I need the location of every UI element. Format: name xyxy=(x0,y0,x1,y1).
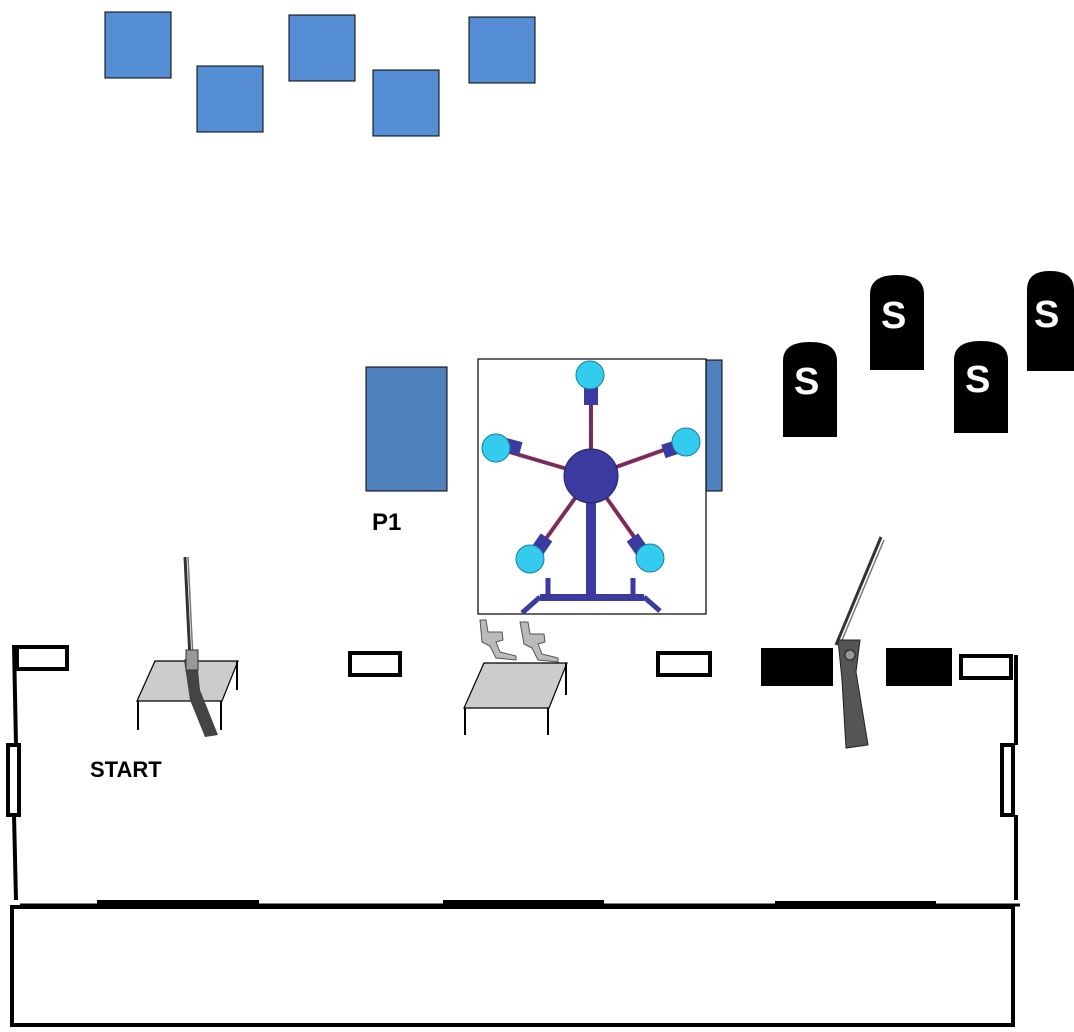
paper-target xyxy=(196,65,264,133)
table-center xyxy=(463,662,568,735)
shotgun-icon xyxy=(834,536,885,749)
barricade-box xyxy=(656,651,712,677)
steel-target: S xyxy=(870,275,924,370)
svg-text:S: S xyxy=(794,361,819,403)
paper-target xyxy=(104,11,172,79)
svg-text:S: S xyxy=(1034,294,1059,336)
rifle-icon xyxy=(183,556,218,737)
spinner-plate xyxy=(515,544,545,574)
black-box xyxy=(761,648,833,686)
barricade-box xyxy=(959,654,1013,680)
fault-lines xyxy=(15,645,1013,680)
steel-target: S xyxy=(1027,271,1074,371)
p1-label: P1 xyxy=(372,509,401,536)
spinner-plate xyxy=(481,433,511,463)
pistol-icon xyxy=(479,619,559,663)
spinner-plate xyxy=(635,543,665,573)
barricade-box xyxy=(15,645,69,671)
side-walls xyxy=(6,644,1018,901)
steel-target: S xyxy=(954,341,1008,433)
p1-paper-target xyxy=(365,366,448,492)
start-label: START xyxy=(90,757,162,782)
paper-target xyxy=(288,14,356,82)
steel-targets: S S S S xyxy=(783,271,1074,437)
loading-area xyxy=(10,905,1015,1027)
paper-target xyxy=(468,16,536,84)
steel-target: S xyxy=(783,342,837,437)
shooting-line xyxy=(20,900,1020,909)
barricade-box xyxy=(348,651,402,677)
paper-targets xyxy=(104,11,536,137)
spinner-plate xyxy=(671,427,701,457)
spinner-plate xyxy=(575,360,605,390)
paper-target xyxy=(372,69,440,137)
black-box xyxy=(886,648,952,686)
spinner-target-icon xyxy=(477,358,707,615)
svg-text:S: S xyxy=(965,359,990,401)
svg-text:S: S xyxy=(881,295,906,337)
